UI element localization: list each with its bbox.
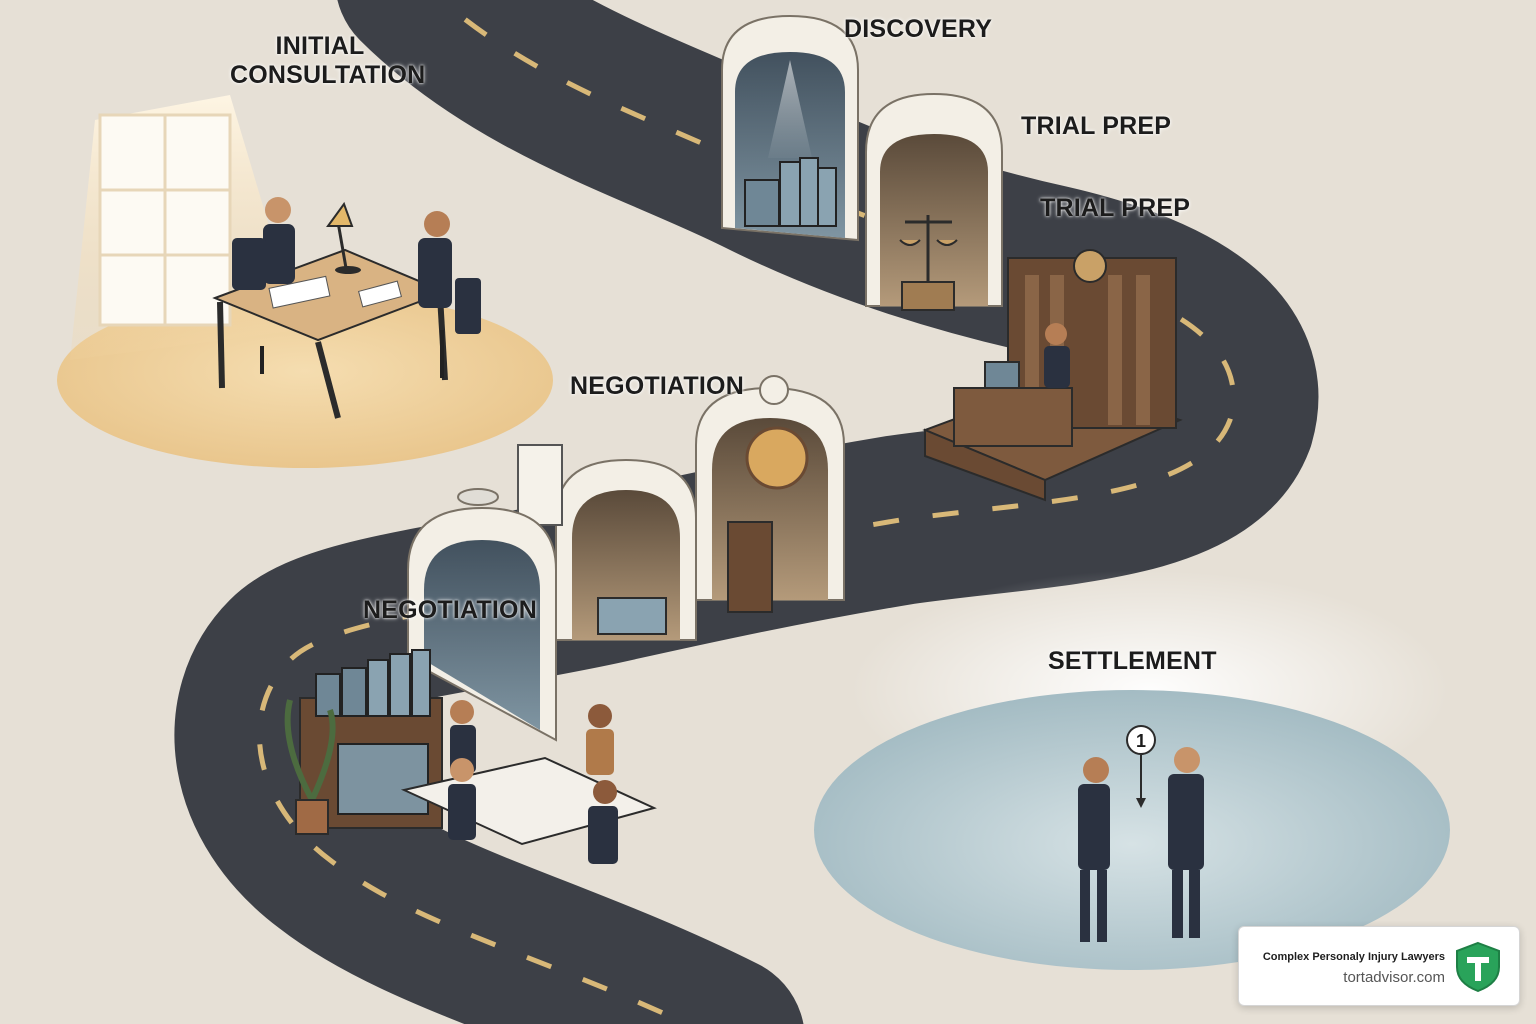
lawyer-figure xyxy=(232,197,295,374)
stage-label-settlement: SETTLEMENT xyxy=(1048,647,1217,675)
justice-seal-icon xyxy=(745,426,809,490)
settlement-scene: 1 xyxy=(814,570,1450,970)
client-figure xyxy=(418,211,481,378)
person-figure xyxy=(586,704,614,775)
stage-label-line: CONSULTATION xyxy=(230,60,426,89)
person-figure xyxy=(588,780,618,864)
monitor-icon xyxy=(984,361,1020,389)
filing-shelf-icon xyxy=(299,649,443,829)
stage-label-trial-prep-secondary: TRIAL PREP xyxy=(1040,194,1191,222)
window-icon xyxy=(98,113,232,327)
brand-tagline: Complex Personaly Injury Lawyers xyxy=(1262,951,1445,963)
stage-label-trial-prep: TRIAL PREP xyxy=(1021,112,1172,140)
handshake-figure-left xyxy=(1078,757,1110,942)
binders-icon xyxy=(744,157,837,227)
settlement-marker-number: 1 xyxy=(1136,731,1146,751)
podium-icon xyxy=(727,521,773,613)
handshake-figure-right xyxy=(1168,747,1204,938)
person-figure xyxy=(448,758,476,840)
trial-prep-arch xyxy=(865,92,1003,311)
stage-label-line: INITIAL xyxy=(275,32,365,60)
judge-bench xyxy=(953,387,1073,447)
negotiation-arches xyxy=(407,375,845,742)
file-box-icon xyxy=(597,597,667,635)
document-icon xyxy=(357,280,403,308)
clock-icon xyxy=(1073,249,1107,283)
stage-label-negotiation: NEGOTIATION xyxy=(570,372,744,400)
judge-figure xyxy=(1045,323,1067,345)
dome-icon xyxy=(457,488,499,506)
courthouse-scene xyxy=(922,249,1183,502)
document-icon xyxy=(268,275,331,309)
shield-t-icon xyxy=(1456,941,1500,993)
discovery-arch xyxy=(721,14,859,242)
desk-lamp-icon xyxy=(326,201,361,274)
plant-icon xyxy=(284,699,336,835)
stage-label-negotiation-secondary: NEGOTIATION xyxy=(363,596,537,624)
round-window-icon xyxy=(759,375,789,405)
consultation-scene xyxy=(57,95,553,468)
negotiation-scene xyxy=(284,649,657,864)
brand-card[interactable]: Complex Personaly Injury Lawyers tortadv… xyxy=(1238,926,1520,1006)
road-center-line xyxy=(256,0,1236,1024)
water-surface xyxy=(814,690,1450,970)
settlement-marker-icon xyxy=(1126,725,1156,755)
paper-stack-icon xyxy=(517,444,563,526)
brand-domain[interactable]: tortadvisor.com xyxy=(1343,969,1445,986)
scales-of-justice-icon xyxy=(899,215,958,311)
stage-label-discovery: DISCOVERY xyxy=(844,15,993,43)
